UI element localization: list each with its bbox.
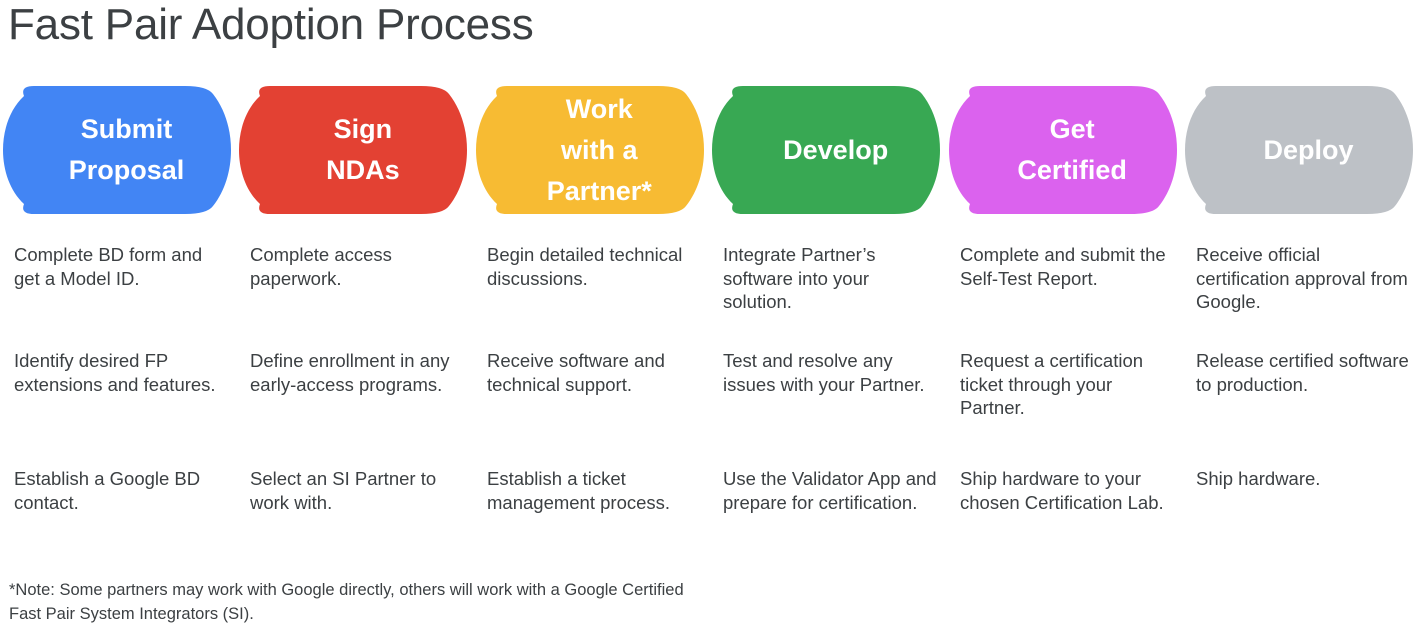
page-title: Fast Pair Adoption Process [8, 0, 534, 49]
step-item: Release certified software to production… [1196, 350, 1409, 395]
stage-label: Work with a Partner* [546, 93, 652, 206]
step-item: Establish a Google BD contact. [14, 468, 201, 513]
process-stage-banner: Submit Proposal Sign NDAs Work with a Part… [0, 86, 1423, 214]
step-item: Identify desired FP extensions and featu… [14, 350, 216, 395]
step-item: Request a certification ticket through y… [960, 350, 1144, 418]
stage-label: Develop [783, 134, 889, 165]
chevron-shape-icon [948, 86, 1177, 214]
stage-label: Get Certified [1017, 114, 1127, 185]
chevron-shape-icon [475, 86, 704, 214]
step-item: Complete access paperwork. [250, 244, 392, 289]
stage-label: Submit Proposal [68, 114, 185, 185]
chevron-shape-icon [3, 86, 231, 214]
stage-chevron-2[interactable]: Sign NDAs [236, 86, 473, 214]
step-item: Complete and submit the Self-Test Report… [960, 244, 1166, 289]
step-item: Establish a ticket management process. [487, 468, 671, 513]
step-item: Ship hardware to your chosen Certificati… [960, 468, 1164, 513]
step-item: Receive software and technical support. [487, 350, 665, 395]
step-item: Begin detailed technical discussions. [487, 244, 683, 289]
step-item: Select an SI Partner to work with. [250, 468, 437, 513]
step-item: Test and resolve any issues with your Pa… [723, 350, 925, 395]
stage-label: Deploy [1263, 134, 1354, 165]
stage-label: Sign NDAs [326, 114, 400, 185]
stage-chevron-6[interactable]: Deploy [1182, 86, 1419, 214]
stage-chevron-4[interactable]: Develop [709, 86, 946, 214]
step-item: Ship hardware. [1196, 468, 1321, 489]
step-item: Use the Validator App and prepare for ce… [723, 468, 937, 513]
stage-chevron-3[interactable]: Work with a Partner* [473, 86, 710, 214]
step-item: Integrate Partner’s software into your s… [723, 244, 876, 312]
chevron-shape-icon [1185, 86, 1413, 214]
step-item: Receive official certification approval … [1196, 244, 1408, 312]
stage-chevron-5[interactable]: Get Certified [946, 86, 1183, 214]
stage-chevron-1[interactable]: Submit Proposal [0, 86, 237, 214]
chevron-shape-icon [239, 86, 468, 214]
step-item: Complete BD form and get a Model ID. [14, 244, 203, 289]
footnote-text: *Note: Some partners may work with Googl… [9, 581, 684, 623]
chevron-shape-icon [712, 86, 941, 214]
step-item: Define enrollment in any early-access pr… [250, 350, 450, 395]
